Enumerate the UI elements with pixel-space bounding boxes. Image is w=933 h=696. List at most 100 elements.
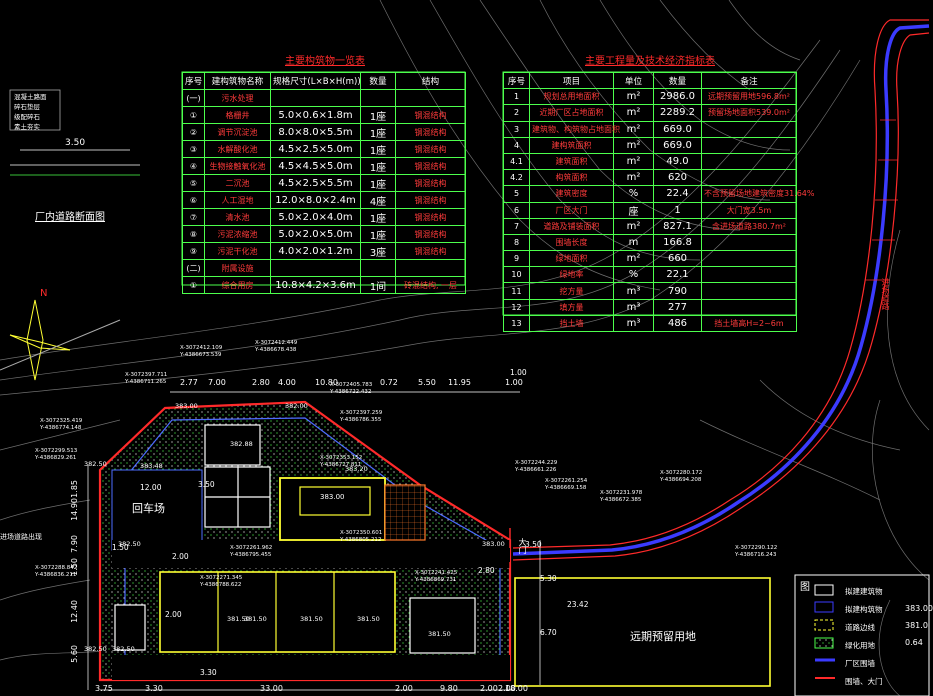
access-road xyxy=(512,19,930,561)
table2-cell: 绿地率 xyxy=(529,266,614,284)
coordinate-label: X-3072397.711 Y-4386711.265 xyxy=(125,372,168,385)
coordinate-label: X-3072241.425 Y-4386869.731 xyxy=(415,570,458,583)
table1-cell: ⑤ xyxy=(182,174,205,192)
elevation-label: 383.00 xyxy=(482,540,505,548)
small-box-label: 383.00 xyxy=(320,493,345,501)
table1-cell: (一) xyxy=(182,89,205,107)
table2-cell: m² xyxy=(613,136,654,154)
table2-title: 主要工程量及技术经济指标表 xyxy=(585,56,715,67)
table1-cell: 钢混结构 xyxy=(395,140,466,158)
north-arrow-icon xyxy=(0,299,121,381)
table2-cell xyxy=(701,298,797,316)
table2-cell: 预留场地面积539.0m² xyxy=(701,104,797,122)
table2-header-row: 序号项目单位数量备注 xyxy=(503,71,797,90)
dimension-label: 2.77 xyxy=(180,378,198,387)
table1-cell: 钢混结构 xyxy=(395,174,466,192)
table2-cell: 挡土墙 xyxy=(529,314,614,333)
table1-cell: 1座 xyxy=(360,157,396,175)
table2-cell xyxy=(701,120,797,138)
dimension-label: 9.80 xyxy=(440,684,458,693)
parking-area xyxy=(111,469,203,551)
legend-value: 383.00 xyxy=(905,604,933,613)
table2-cell xyxy=(701,136,797,154)
table2-cell: % xyxy=(613,266,654,284)
table2-header-cell: 项目 xyxy=(529,71,614,90)
dimension-label: 1.00 xyxy=(510,368,527,377)
table1-cell: 污泥干化池 xyxy=(204,242,271,260)
table2-cell: m² xyxy=(613,104,654,122)
section-legend-item: 混凝土路面 xyxy=(14,93,47,101)
dimension-label: 23.42 xyxy=(567,600,589,609)
table2-cell xyxy=(701,282,797,300)
table2-cell: 49.0 xyxy=(653,152,702,171)
table2-cell: 规划总用地面积 xyxy=(529,88,614,106)
dimension-label: 5.60 xyxy=(70,645,79,663)
table1-cell: 综合用房 xyxy=(204,276,271,294)
table2-cell: 含进场道路380.7m² xyxy=(701,217,797,235)
table2-cell xyxy=(701,152,797,171)
table2-cell xyxy=(701,169,797,187)
reserve-area-label: 远期预留用地 xyxy=(630,630,696,643)
table1-cell: ⑨ xyxy=(182,242,205,260)
table1-cell xyxy=(360,259,396,277)
table1-cell: 人工湿地 xyxy=(204,191,271,209)
section-legend-item: 碎石垫层 xyxy=(14,103,40,111)
elevation-label: 382.50 xyxy=(84,460,107,468)
table1-cell: 5.0×2.0×5.0m xyxy=(270,225,361,243)
table1-cell: 1座 xyxy=(360,140,396,158)
legend-item: 拟建建筑物 xyxy=(845,587,883,596)
coordinate-label: X-3072405.783 Y-4386722.432 xyxy=(330,382,373,395)
dimension-label: 3.50 xyxy=(198,480,215,489)
table1-cell: ① xyxy=(182,276,205,294)
table1-header-cell: 建构筑物名称 xyxy=(204,72,271,90)
section-legend-item: 级配碎石 xyxy=(14,113,40,121)
table1-cell: 1座 xyxy=(360,208,396,226)
table1-cell: ④ xyxy=(182,157,205,175)
legend-panel xyxy=(794,574,930,696)
table1-cell: 砖混结构, 一层 xyxy=(395,276,466,294)
table2-cell: m² xyxy=(613,88,654,106)
table1-cell: 4.5×4.5×5.0m xyxy=(270,157,361,175)
legend-items: 拟建建筑物拟建构筑物道路边线绿化用地厂区围墙围墙、大门 xyxy=(845,583,883,691)
table2-cell: 790 xyxy=(653,282,702,300)
table2-cell: 大门宽3.5m xyxy=(701,201,797,219)
legend-item: 厂区围墙 xyxy=(845,659,875,668)
coordinate-label: X-3072231.978 Y-4386672.385 xyxy=(600,490,643,503)
table2-cell: 挖方量 xyxy=(529,282,614,300)
table1-cell: 污泥浓缩池 xyxy=(204,225,271,243)
table1-cell: 水解酸化池 xyxy=(204,140,271,158)
table2-cell: 近期厂区占地面积 xyxy=(529,104,614,122)
table1-cell: ⑦ xyxy=(182,208,205,226)
road-note-label: 进场道路出现 xyxy=(0,533,42,541)
dimension-label: 5.30 xyxy=(540,574,557,583)
table2-cell: 挡土墙高H=2~6m xyxy=(701,314,797,333)
table1-cell: 调节沉淀池 xyxy=(204,123,271,141)
table1-header-row: 序号建构筑物名称规格尺寸(L×B×H(m))数量结构 xyxy=(182,72,466,90)
dimension-label: 10.80 xyxy=(315,378,338,387)
table2-header-cell: 单位 xyxy=(613,71,654,90)
dimension-label: 7.90 xyxy=(70,535,79,553)
table1-header-cell: 结构 xyxy=(395,72,466,90)
table1-cell: ① xyxy=(182,106,205,124)
dimension-label: 4.00 xyxy=(278,378,296,387)
coordinate-label: X-3072412.449 Y-4386678.438 xyxy=(255,340,298,353)
table2-cell: m² xyxy=(613,169,654,187)
coordinate-label: X-3072288.842 Y-4386836.211 xyxy=(35,565,78,578)
table2-cell: 远期预留用地596.8m² xyxy=(701,88,797,106)
table1-cell xyxy=(395,259,466,277)
table2-header-cell: 数量 xyxy=(653,71,702,90)
